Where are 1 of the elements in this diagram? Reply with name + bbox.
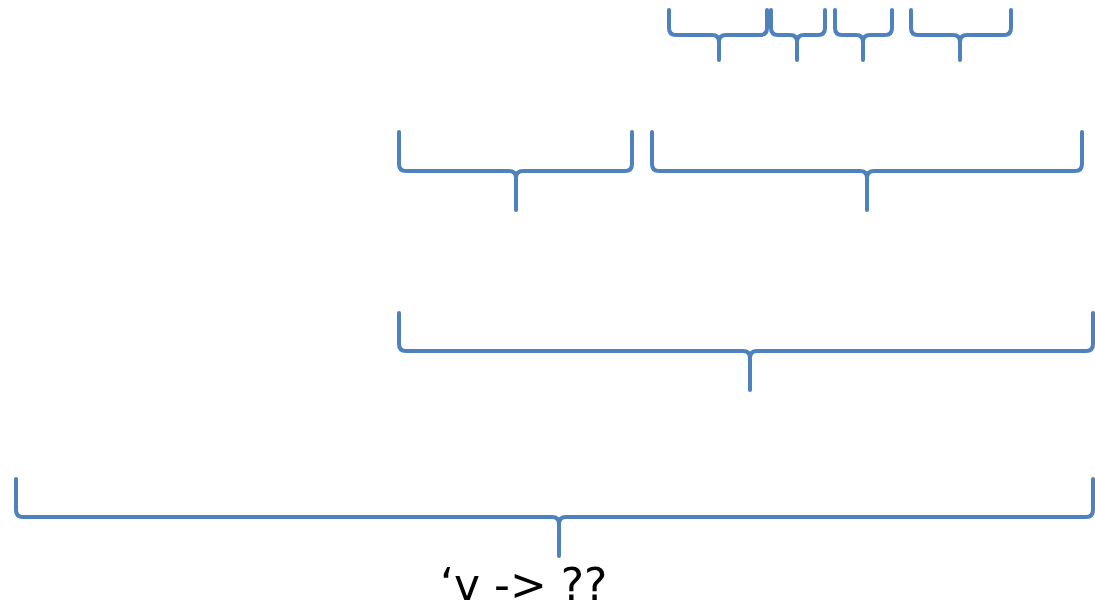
expression-text: ‘v -> ?? [440, 560, 608, 610]
